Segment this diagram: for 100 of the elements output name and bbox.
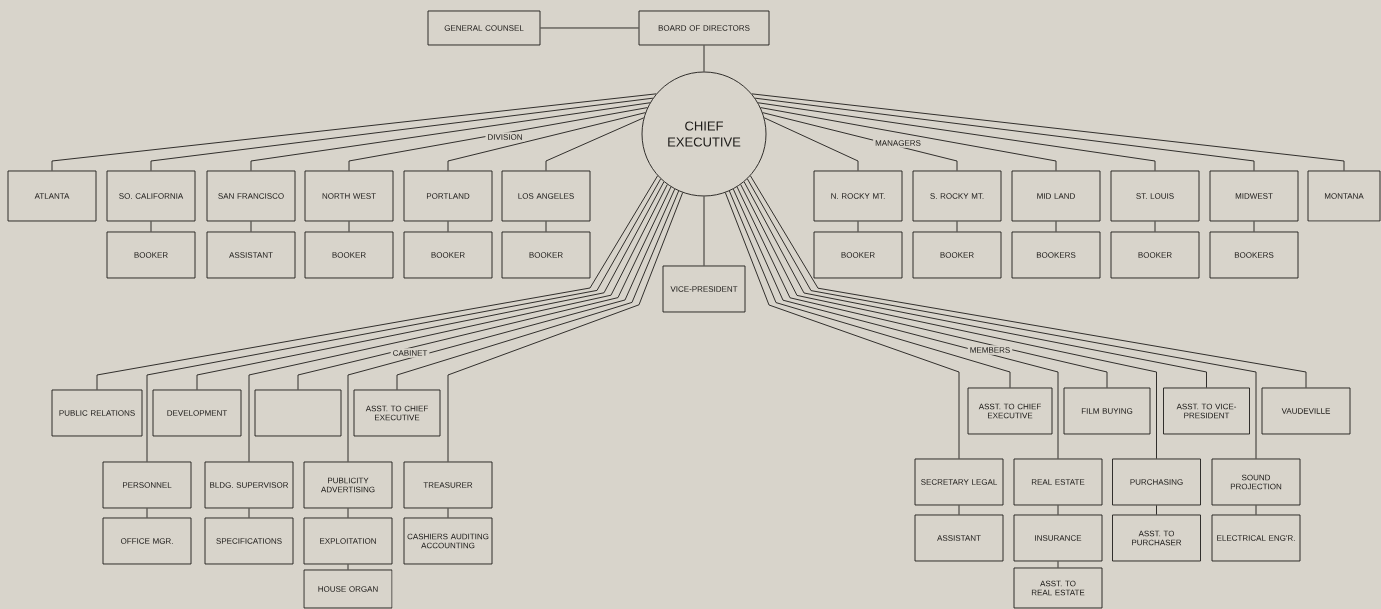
connector-line — [248, 508, 250, 518]
org-box: DEVELOPMENT — [152, 389, 242, 437]
connector-line — [347, 508, 349, 518]
org-box: ASST. TO CHIEF EXECUTIVE — [353, 389, 441, 437]
org-box: LOS ANGELES — [501, 170, 591, 222]
connector-line — [347, 564, 349, 570]
org-box: ASST. TO REAL ESTATE — [1013, 567, 1103, 609]
connector-line — [1156, 505, 1157, 515]
org-box: ELECTRICAL ENG'R. — [1211, 514, 1301, 562]
org-box: ATLANTA — [7, 170, 97, 222]
org-box: SECRETARY LEGAL — [914, 458, 1004, 506]
connector-line — [751, 93, 1345, 171]
connector-line — [248, 184, 668, 462]
connector-line — [749, 175, 1307, 388]
connector-line — [1055, 221, 1057, 232]
connector-line — [540, 27, 639, 29]
org-box: MIDWEST — [1209, 170, 1299, 222]
connector-line — [736, 186, 1108, 388]
connector-line — [732, 188, 1059, 459]
org-box: GENERAL COUNSEL — [427, 10, 541, 46]
connector-line — [743, 181, 1207, 388]
org-box — [254, 389, 342, 437]
org-box: PERSONNEL — [102, 461, 192, 509]
connector-line — [447, 221, 449, 232]
connector-line — [1253, 221, 1255, 232]
org-box: BOOKERS — [1209, 231, 1299, 279]
connector-line — [347, 188, 676, 462]
org-box: BOOKER — [501, 231, 591, 279]
connector-line — [956, 221, 958, 232]
connector-line — [763, 117, 859, 171]
org-box: PORTLAND — [403, 170, 493, 222]
org-box: VAUDEVILLE — [1261, 387, 1351, 435]
connector-line — [545, 117, 645, 171]
connector-line — [724, 192, 960, 459]
org-box: ASSISTANT — [206, 231, 296, 279]
connector-line — [250, 221, 252, 232]
org-box: PUBLIC RELATIONS — [51, 389, 143, 437]
org-box: BOOKER — [1110, 231, 1200, 279]
connector-line — [1057, 505, 1059, 515]
connector-line — [447, 508, 449, 518]
org-box: TREASURER — [403, 461, 493, 509]
org-box: SPECIFICATIONS — [204, 517, 294, 565]
org-box: S. ROCKY MT. — [912, 170, 1002, 222]
connector-line — [1255, 505, 1257, 515]
org-box: ASST. TO PURCHASER — [1112, 514, 1201, 562]
connector-line — [96, 175, 659, 390]
connector-line — [297, 186, 672, 390]
connector-line — [746, 178, 1257, 459]
connector-line — [760, 107, 1057, 171]
connector-line — [396, 190, 680, 390]
org-box: PURCHASING — [1112, 458, 1201, 506]
group-label: MEMBERS — [967, 345, 1013, 355]
connector-line — [857, 221, 859, 232]
org-box: OFFICE MGR. — [102, 517, 192, 565]
org-box: FILM BUYING — [1063, 387, 1151, 435]
org-box: BOOKER — [106, 231, 196, 279]
org-box: BLDG. SUPERVISOR — [204, 461, 294, 509]
group-label: MANAGERS — [873, 138, 923, 148]
org-box: BOOKER — [813, 231, 903, 279]
org-box: BOOKER — [912, 231, 1002, 279]
connector-line — [740, 184, 1157, 459]
connector-line — [250, 102, 651, 171]
connector-line — [447, 192, 684, 462]
connector-line — [150, 221, 152, 232]
org-box: EXPLOITATION — [303, 517, 393, 565]
connector-line — [754, 97, 1255, 171]
org-box: N. ROCKY MT. — [813, 170, 903, 222]
connector-line — [51, 93, 657, 171]
org-box: BOOKER — [304, 231, 394, 279]
connector-line — [348, 107, 648, 171]
group-label: CABINET — [390, 348, 430, 358]
org-box: ASST. TO CHIEF EXECUTIVE — [967, 387, 1053, 435]
connector-line — [757, 102, 1156, 171]
connector-line — [958, 505, 960, 515]
connector-line — [703, 196, 705, 266]
org-box: MONTANA — [1307, 170, 1381, 222]
org-box: BOOKER — [403, 231, 493, 279]
org-box: INSURANCE — [1013, 514, 1103, 562]
org-box: HOUSE ORGAN — [303, 569, 393, 609]
connector-line — [150, 97, 654, 171]
connector-line — [348, 221, 350, 232]
org-box: BOOKERS — [1011, 231, 1101, 279]
connector-line — [703, 45, 705, 72]
connector-line — [1057, 561, 1059, 568]
connector-line — [1154, 221, 1156, 232]
connector-line — [545, 221, 547, 232]
org-box: PUBLICITY ADVERTISING — [303, 461, 393, 509]
connector-line — [146, 178, 662, 462]
org-box: VICE-PRESIDENT — [662, 265, 746, 313]
connector-line — [146, 508, 148, 518]
org-box: SAN FRANCISCO — [206, 170, 296, 222]
org-box: ST. LOUIS — [1110, 170, 1200, 222]
org-box: BOARD OF DIRECTORS — [638, 10, 770, 46]
org-box: REAL ESTATE — [1013, 458, 1103, 506]
connector-line — [728, 190, 1011, 388]
connector-line — [447, 112, 646, 171]
org-box: ASSISTANT — [914, 514, 1004, 562]
org-box: NORTH WEST — [304, 170, 394, 222]
org-box: SO. CALIFORNIA — [106, 170, 196, 222]
org-box: SOUND PROJECTION — [1211, 458, 1301, 506]
